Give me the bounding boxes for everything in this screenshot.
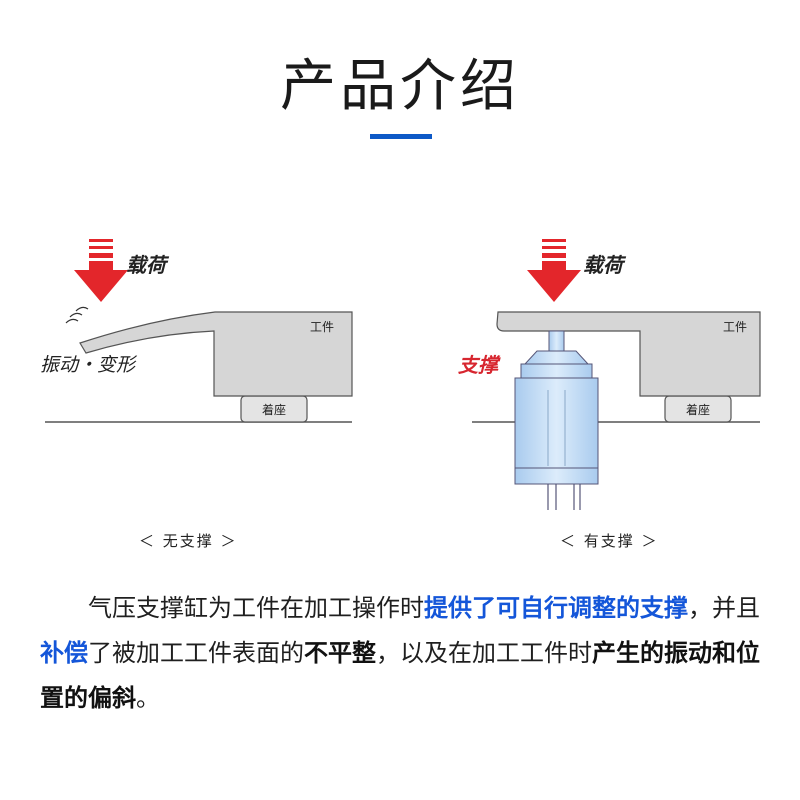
right-caption: ＜ 有支撑 ＞ [560, 532, 659, 550]
support-label: 支撑 [458, 353, 501, 377]
left-load-label: 载荷 [126, 253, 170, 277]
support-cylinder-icon [514, 330, 599, 510]
desc-text-3: 了被加工工件表面的 [88, 639, 304, 667]
right-workpiece-label: 工件 [723, 320, 747, 334]
desc-text-2: ，并且 [688, 594, 760, 622]
vibration-marks-icon [65, 306, 89, 324]
support-comparison-diagram: 着座 工件 载荷 振动・变形 着座 工件 [40, 239, 761, 510]
left-load-arrow-icon [74, 239, 128, 302]
desc-highlight-unevenness: 不平整 [304, 639, 376, 667]
right-workpiece-flat [496, 311, 761, 397]
desc-highlight-adjustable-support: 提供了可自行调整的支撑 [424, 594, 688, 622]
left-workpiece-label: 工件 [310, 320, 334, 334]
desc-text-4: ，以及在加工工件时 [376, 639, 592, 667]
desc-highlight-compensate: 补偿 [40, 639, 88, 667]
desc-text-5: 。 [136, 684, 160, 712]
right-base-label: 着座 [686, 402, 710, 417]
right-load-arrow-icon [527, 239, 581, 302]
left-caption: ＜ 无支撑 ＞ [139, 532, 238, 550]
page-title: 产品介绍 [280, 54, 520, 119]
title-underline [370, 134, 432, 139]
product-description: 气压支撑缸为工件在加工操作时提供了可自行调整的支撑，并且补偿了被加工工件表面的不… [40, 586, 760, 721]
desc-text-1: 气压支撑缸为工件在加工操作时 [88, 594, 424, 622]
left-panel-without-support: 着座 工件 载荷 振动・变形 [40, 239, 353, 423]
right-panel-with-support: 着座 工件 载荷 支撑 [458, 239, 761, 510]
left-workpiece-bent [79, 311, 353, 397]
left-effect-label: 振动・变形 [40, 354, 138, 376]
desc-highlight-vibration-deflection: 产生的振动和位置的偏斜 [40, 639, 760, 712]
left-base-label: 着座 [262, 402, 286, 417]
right-load-label: 载荷 [583, 253, 627, 277]
